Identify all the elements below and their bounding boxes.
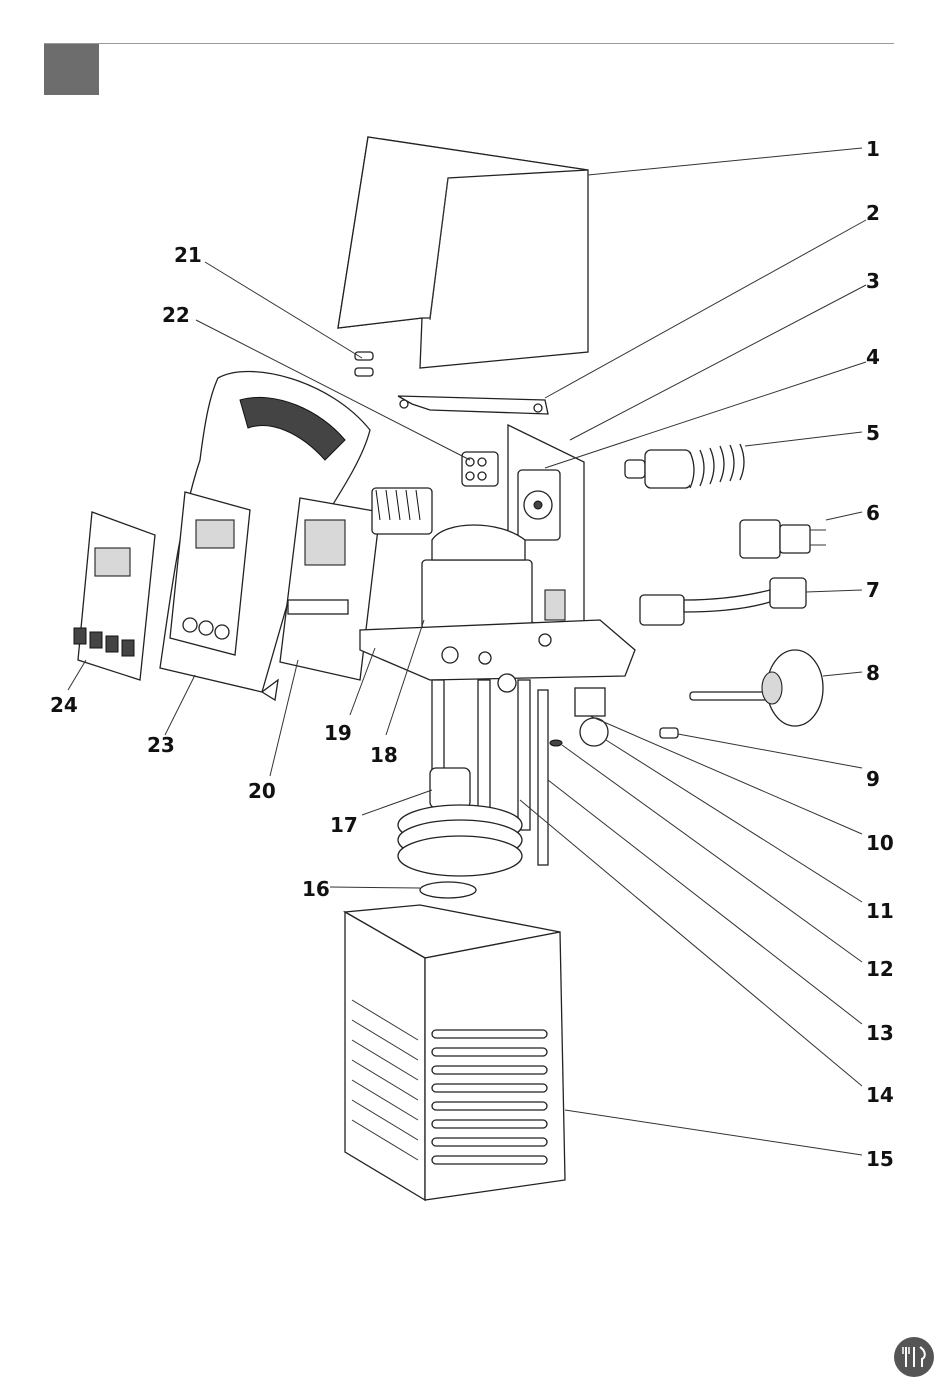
callout-2: 2 [866, 201, 880, 225]
callout-14: 14 [866, 1083, 894, 1107]
fork-knife-logo-icon [894, 1337, 934, 1377]
part-guard-cage [345, 905, 565, 1200]
callout-23: 23 [147, 733, 175, 757]
callout-11: 11 [866, 899, 894, 923]
callout-18: 18 [370, 743, 398, 767]
part-impeller [420, 882, 476, 898]
part-front-label [74, 512, 155, 680]
callout-15: 15 [866, 1147, 894, 1171]
part-base-plate [360, 620, 635, 692]
callout-16: 16 [302, 877, 330, 901]
callout-17: 17 [330, 813, 358, 837]
part-knob [690, 650, 823, 726]
callout-4: 4 [866, 345, 880, 369]
part-small-knob [550, 688, 608, 746]
callout-3: 3 [866, 269, 880, 293]
callout-7: 7 [866, 578, 880, 602]
callout-20: 20 [248, 779, 276, 803]
callout-9: 9 [866, 767, 880, 791]
part-bracket [398, 396, 548, 414]
callout-19: 19 [324, 721, 352, 745]
callout-24: 24 [50, 693, 78, 717]
part-cable-connector [640, 578, 806, 625]
part-connector [462, 452, 498, 486]
callout-12: 12 [866, 957, 894, 981]
callout-5: 5 [866, 421, 880, 445]
part-power-cord [590, 520, 826, 558]
part-screw [660, 728, 678, 738]
part-strain-relief [625, 444, 744, 488]
callout-10: 10 [866, 831, 894, 855]
callout-21: 21 [174, 243, 202, 267]
callout-6: 6 [866, 501, 880, 525]
callout-1: 1 [866, 137, 880, 161]
callout-13: 13 [866, 1021, 894, 1045]
part-top-cover [338, 137, 588, 368]
callout-8: 8 [866, 661, 880, 685]
callout-22: 22 [162, 303, 190, 327]
part-heater-assembly [398, 680, 548, 876]
